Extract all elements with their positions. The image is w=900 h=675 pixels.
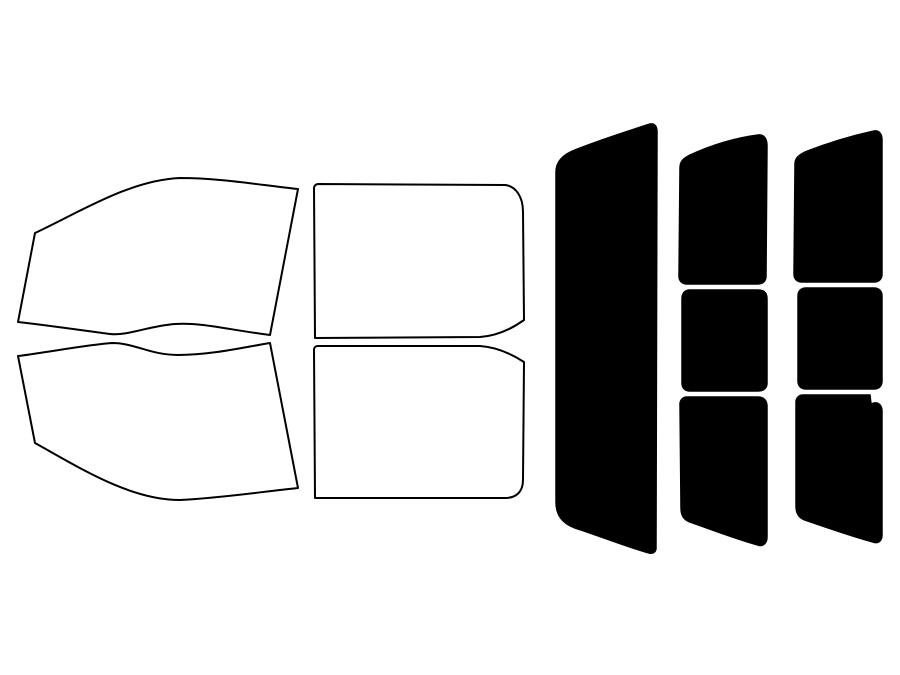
front-right-door-window	[17, 342, 299, 501]
rear-glass-left-lower-window	[679, 396, 768, 547]
rear-glass-right-lower-window	[795, 394, 883, 544]
rear-glass-right-upper-window	[793, 130, 883, 283]
rear-right-door-window	[313, 345, 525, 499]
front-left-door-window	[17, 177, 299, 336]
rear-glass-left-middle-window	[681, 289, 768, 392]
rear-glass-right-middle-window	[797, 287, 883, 390]
rear-left-door-window	[313, 183, 525, 339]
rear-glass-left-upper-window	[678, 134, 768, 285]
rear-windshield-window	[555, 123, 658, 554]
